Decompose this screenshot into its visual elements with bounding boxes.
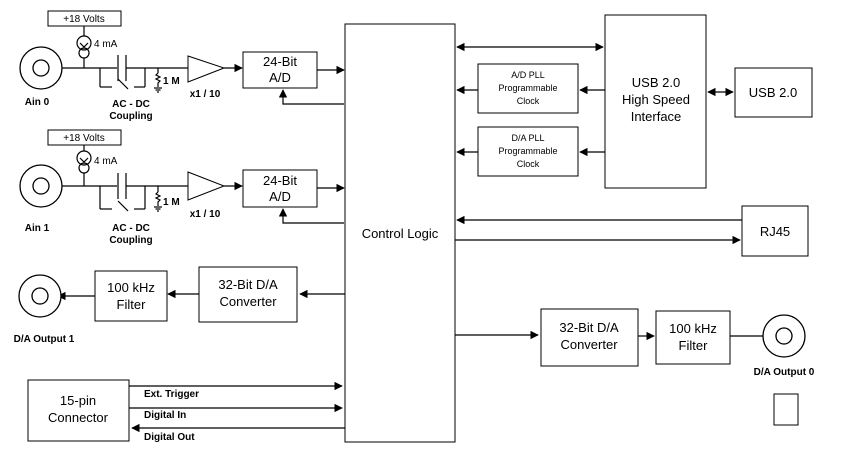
supply-label-2: +18 Volts bbox=[63, 133, 104, 144]
supply-label-1: +18 Volts bbox=[63, 14, 104, 25]
dac1-line1: 32-Bit D/A bbox=[218, 277, 278, 292]
channel-0: +18 Volts 4 mA Ain 0 AC - DC Coupling bbox=[19, 10, 345, 122]
ad-pll-line3: Clock bbox=[517, 96, 540, 106]
ain1-jack[interactable] bbox=[19, 164, 63, 208]
coupling-label-2a: AC - DC bbox=[112, 223, 150, 234]
coupling-label-1b: Coupling bbox=[109, 111, 152, 122]
adc1-line2: A/D bbox=[269, 70, 291, 85]
dac-0 bbox=[540, 308, 639, 367]
dac0-line1: 32-Bit D/A bbox=[559, 320, 619, 335]
current-source-2 bbox=[76, 150, 92, 166]
usb-if-line3: Interface bbox=[631, 109, 682, 124]
filter0-line2: Filter bbox=[679, 338, 709, 353]
resistor-1 bbox=[154, 72, 162, 87]
filter0-line1: 100 kHz bbox=[669, 321, 717, 336]
ain0-label: Ain 0 bbox=[25, 97, 50, 108]
filter1-line2: Filter bbox=[117, 297, 147, 312]
da-pll-line3: Clock bbox=[517, 159, 540, 169]
ad-pll-line2: Programmable bbox=[498, 83, 557, 93]
usb-if-line2: High Speed bbox=[622, 92, 690, 107]
ain0-jack[interactable] bbox=[19, 46, 63, 90]
usb-interface-block bbox=[604, 14, 707, 189]
adc2-line2: A/D bbox=[269, 189, 291, 204]
gain-label-1: x1 / 10 bbox=[190, 89, 221, 100]
dac1-line2: Converter bbox=[219, 294, 277, 309]
resistor-label-2: 1 M bbox=[163, 197, 180, 208]
resistor-label-1: 1 M bbox=[163, 76, 180, 87]
digital-in-label: Digital In bbox=[144, 410, 186, 421]
output0-indicator bbox=[773, 393, 799, 426]
control-logic-block bbox=[344, 23, 456, 443]
filter1-line1: 100 kHz bbox=[107, 280, 155, 295]
ac-dc-switch-1 bbox=[117, 78, 129, 90]
coupling-label-1a: AC - DC bbox=[112, 99, 150, 110]
filter-1 bbox=[94, 270, 168, 322]
digital-out-label: Digital Out bbox=[144, 432, 195, 443]
da-pll-block bbox=[477, 126, 579, 177]
rj45-port[interactable] bbox=[741, 205, 809, 257]
ac-dc-switch-2 bbox=[117, 200, 129, 212]
control-logic-label: Control Logic bbox=[362, 226, 439, 241]
current-source-1 bbox=[76, 35, 92, 51]
rj45-label: RJ45 bbox=[760, 224, 790, 239]
ain1-label: Ain 1 bbox=[25, 223, 50, 234]
filter-0 bbox=[655, 310, 731, 365]
dac-1 bbox=[198, 266, 298, 323]
connector-line2: Connector bbox=[48, 410, 109, 425]
da-pll-line2: Programmable bbox=[498, 146, 557, 156]
current-label-2: 4 mA bbox=[94, 156, 118, 167]
adc-1 bbox=[242, 51, 318, 89]
amplifier-2 bbox=[187, 171, 226, 201]
amplifier-1 bbox=[187, 55, 226, 83]
da-output0-jack[interactable] bbox=[762, 314, 806, 358]
da-pll-line1: D/A PLL bbox=[511, 133, 544, 143]
da-output0-label: D/A Output 0 bbox=[754, 367, 815, 378]
da-output1-label: D/A Output 1 bbox=[14, 334, 75, 345]
dac0-line2: Converter bbox=[560, 337, 618, 352]
usb-port-label: USB 2.0 bbox=[749, 85, 797, 100]
adc1-line1: 24-Bit bbox=[263, 54, 297, 69]
da-output1-jack[interactable] bbox=[18, 274, 62, 318]
usb-port[interactable] bbox=[734, 67, 813, 118]
connector-15pin[interactable] bbox=[27, 379, 130, 442]
adc2-line1: 24-Bit bbox=[263, 173, 297, 188]
channel-1: +18 Volts 4 mA Ain 1 AC - DC Coupling 1 … bbox=[19, 129, 345, 246]
ad-pll-block bbox=[477, 63, 579, 114]
coupling-label-2b: Coupling bbox=[109, 235, 152, 246]
ext-trigger-label: Ext. Trigger bbox=[144, 389, 199, 400]
usb-if-line1: USB 2.0 bbox=[632, 75, 680, 90]
connector-line1: 15-pin bbox=[60, 393, 96, 408]
ad-pll-line1: A/D PLL bbox=[511, 70, 545, 80]
adc-2 bbox=[242, 169, 318, 208]
current-label-1: 4 mA bbox=[94, 39, 118, 50]
gain-label-2: x1 / 10 bbox=[190, 209, 221, 220]
resistor-2 bbox=[154, 191, 162, 206]
